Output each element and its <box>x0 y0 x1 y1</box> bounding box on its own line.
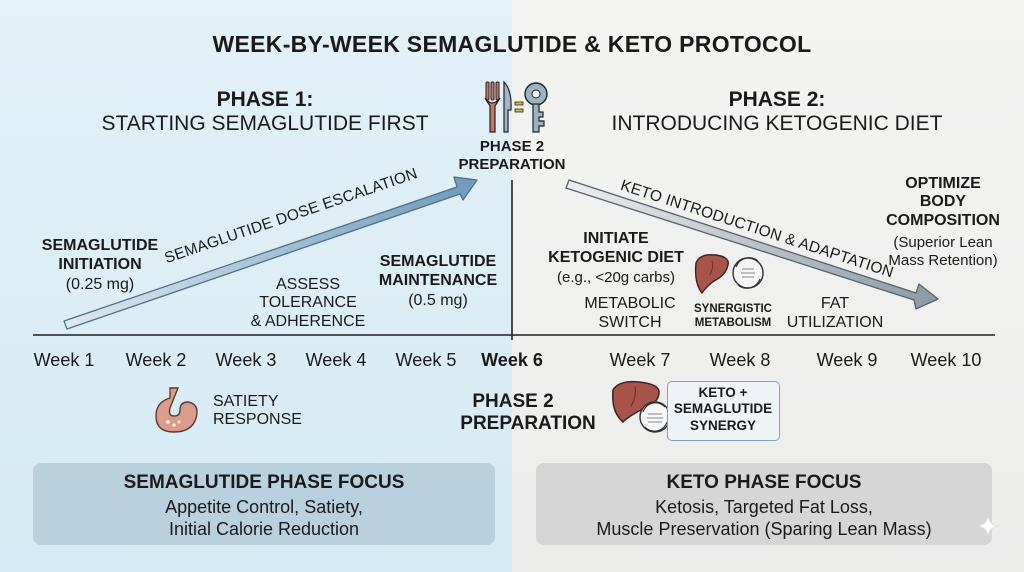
center-bottom-label-line2: PREPARATION <box>460 413 596 434</box>
phase2-heading: PHASE 2: <box>728 88 826 111</box>
semaglutide-focus-line2: Initial Calorie Reduction <box>168 519 360 539</box>
page-title: WEEK-BY-WEEK SEMAGLUTIDE & KETO PROTOCOL <box>212 31 812 57</box>
initiate-keto-line2: KETOGENIC DIET <box>548 249 684 266</box>
keto-focus-box <box>536 463 992 545</box>
fork-icon <box>484 81 501 133</box>
phase1-subheading: STARTING SEMAGLUTIDE FIRST <box>101 112 429 135</box>
initiation-line1: SEMAGLUTIDE <box>41 237 159 254</box>
keto-focus-line2: Muscle Preservation (Sparing Lean Mass) <box>596 519 932 539</box>
optimize-line2: BODY <box>919 193 967 210</box>
optimize-line3: COMPOSITION <box>886 212 1000 229</box>
fat-line2: UTILIZATION <box>786 314 884 331</box>
knife-icon <box>503 80 512 133</box>
maintenance-line1: SEMAGLUTIDE <box>379 253 497 270</box>
key-icon <box>524 82 548 133</box>
stomach-icon <box>155 387 198 433</box>
initiate-keto-detail: (e.g., <20g carbs) <box>557 269 675 286</box>
assess-line3: & ADHERENCE <box>250 313 366 330</box>
satiety-line1: SATIETY <box>213 393 279 410</box>
optimize-detail2: Mass Retention) <box>888 252 998 269</box>
phase1-heading: PHASE 1: <box>216 88 314 111</box>
week-label: Week 1 <box>33 350 95 370</box>
week-label: Week 7 <box>609 350 671 370</box>
semaglutide-focus-box <box>33 463 495 545</box>
liver-icon <box>694 253 729 295</box>
metabolic-line2: SWITCH <box>598 314 662 331</box>
synergistic-line2: METABOLISM <box>694 317 772 329</box>
synergy-callout <box>667 381 780 441</box>
maintenance-dose: (0.5 mg) <box>408 292 468 309</box>
center-top-label-line2: PREPARATION <box>458 156 566 173</box>
week-label: Week 4 <box>305 350 367 370</box>
synergistic-line1: SYNERGISTIC <box>694 303 772 315</box>
week-label-current: Week 6 <box>481 350 543 370</box>
synergy-line1: KETO + <box>698 385 748 400</box>
keto-focus-title: KETO PHASE FOCUS <box>666 472 862 493</box>
fat-line1: FAT <box>820 295 850 312</box>
initiation-dose: (0.25 mg) <box>65 276 135 293</box>
sparkle-icon <box>976 514 1000 538</box>
week-label: Week 9 <box>816 350 878 370</box>
assess-line2: TOLERANCE <box>259 294 357 311</box>
phase2-subheading: INTRODUCING KETOGENIC DIET <box>611 112 943 135</box>
liver-cycle-icon-group <box>694 253 764 295</box>
initiate-keto-line1: INITIATE <box>583 230 649 247</box>
week-label: Week 3 <box>215 350 277 370</box>
week-label: Week 10 <box>910 350 982 370</box>
optimize-line1: OPTIMIZE <box>905 175 981 192</box>
equals-icon <box>514 101 524 113</box>
maintenance-line2: MAINTENANCE <box>378 272 498 289</box>
synergy-line3: SYNERGY <box>689 418 757 433</box>
assess-line1: ASSESS <box>275 276 341 293</box>
synergy-line2: SEMAGLUTIDE <box>673 401 773 416</box>
week-label: Week 2 <box>125 350 187 370</box>
keto-focus-line1: Ketosis, Targeted Fat Loss, <box>655 497 873 517</box>
semaglutide-focus-title: SEMAGLUTIDE PHASE FOCUS <box>123 472 405 493</box>
diet-key-icon-group <box>484 80 548 133</box>
optimize-detail1: (Superior Lean <box>893 234 993 251</box>
semaglutide-focus-line1: Appetite Control, Satiety, <box>165 497 363 517</box>
satiety-line2: RESPONSE <box>213 411 302 428</box>
metabolic-line1: METABOLIC <box>584 295 676 312</box>
week-label: Week 5 <box>395 350 457 370</box>
week-label: Week 8 <box>709 350 771 370</box>
center-bottom-label-line1: PHASE 2 <box>472 391 554 412</box>
initiation-line2: INITIATION <box>58 256 142 273</box>
cycle-icon <box>732 257 764 289</box>
center-top-label-line1: PHASE 2 <box>479 138 545 155</box>
